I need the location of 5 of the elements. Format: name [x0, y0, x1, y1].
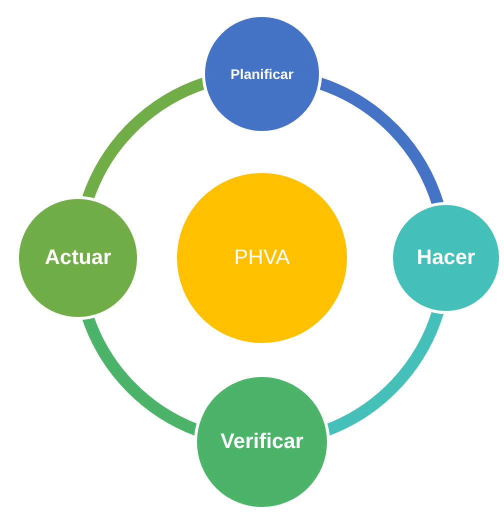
- node-label: Hacer: [416, 245, 476, 272]
- node-label: Verificar: [220, 429, 304, 456]
- node-label: Actuar: [44, 245, 112, 272]
- node-label: PHVA: [234, 245, 290, 272]
- node-label: Planificar: [230, 64, 294, 84]
